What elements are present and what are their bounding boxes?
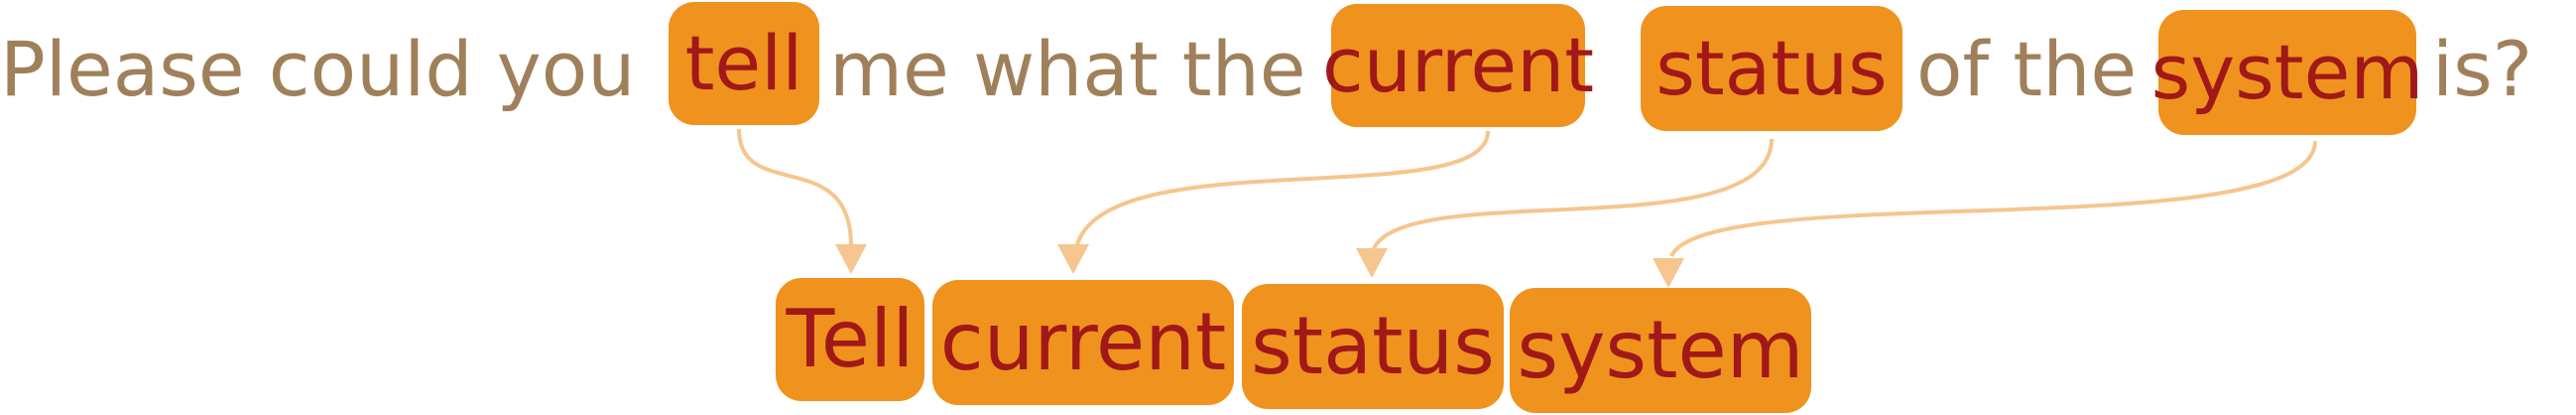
highlight-system: system [2151,10,2423,135]
arrowhead-system [1653,258,1684,288]
arrowhead-status [1356,248,1388,278]
output-token-system: system [1510,288,1811,413]
highlight-status: status [1641,6,1902,131]
arrowhead-current [1057,244,1089,274]
output-token-status: status [1242,284,1504,409]
sentence-text-3: of the [1916,25,2138,113]
arrow-system [1669,140,2317,257]
sentence-text-1: Please could you [0,25,636,113]
output-token-current: current [932,280,1234,405]
arrow-status [1372,138,1774,249]
arrow-tell [737,128,854,249]
output-token-tell: Tell [776,278,924,401]
sentence-text-2: me what the [829,25,1306,113]
highlight-tell: tell [669,2,819,125]
arrow-current [1074,130,1490,249]
highlight-current: current [1322,4,1594,127]
arrowhead-tell [835,244,867,274]
sentence-text-4: is? [2432,25,2533,113]
